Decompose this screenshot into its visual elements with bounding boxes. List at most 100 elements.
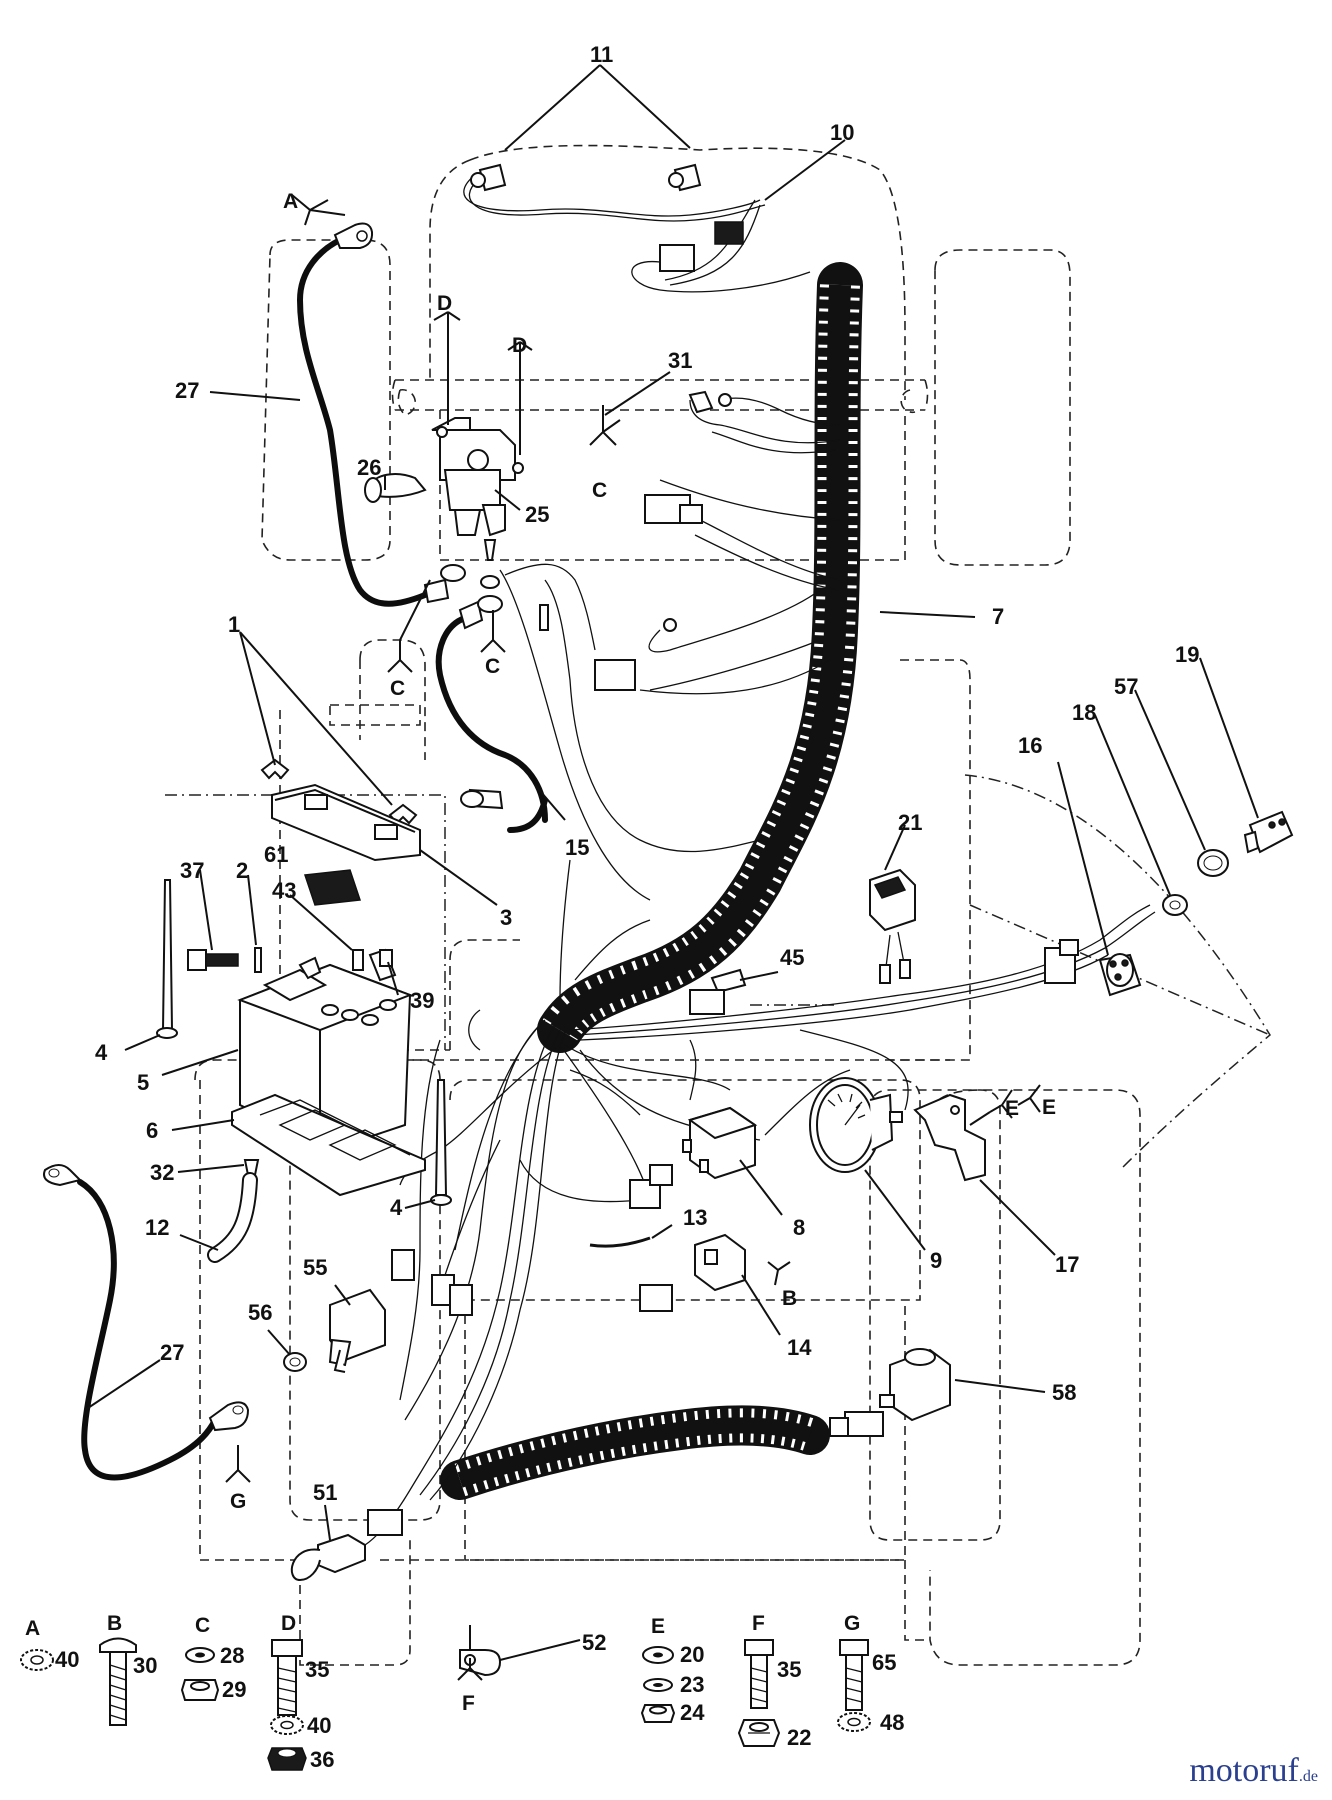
- chassis-outline: [165, 144, 1271, 1666]
- callout-43: 43: [272, 878, 296, 903]
- terminal-rings: [440, 563, 596, 651]
- callout-19: 19: [1175, 642, 1199, 667]
- legend-letter-d: D: [281, 1612, 296, 1635]
- legend-part-40-a: 40: [55, 1647, 79, 1672]
- callout-45: 45: [780, 945, 804, 970]
- callout-4-left: 4: [95, 1040, 108, 1065]
- ref-letter-c-3: C: [485, 655, 500, 678]
- callout-15: 15: [565, 835, 589, 860]
- callout-25: 25: [525, 502, 549, 527]
- callout-14: 14: [787, 1335, 812, 1360]
- relay: [682, 1106, 758, 1180]
- callout-12: 12: [145, 1215, 169, 1240]
- flat-washer-icon: [642, 1646, 674, 1664]
- solenoid: [431, 417, 524, 561]
- toggle-switch: [283, 1288, 386, 1373]
- ref-letter-d-1: D: [437, 292, 452, 315]
- callout-10: 10: [830, 120, 854, 145]
- vent-tube: [207, 1159, 260, 1263]
- callout-58: 58: [1052, 1380, 1076, 1405]
- long-bolts: [156, 879, 452, 1206]
- legend-part-36: 36: [310, 1747, 334, 1772]
- legend-part-65: 65: [872, 1650, 896, 1675]
- legend-letter-f: F: [752, 1612, 765, 1635]
- callout-26: 26: [357, 455, 381, 480]
- lower-conduit: [440, 1405, 830, 1500]
- callout-9: 9: [930, 1248, 942, 1273]
- legend-letter-e: E: [651, 1615, 665, 1638]
- ref-letter-c-1: C: [592, 479, 607, 502]
- hex-nut-icon: [180, 1679, 220, 1701]
- ref-letter-e-2: E: [1042, 1096, 1056, 1119]
- legend-letter-a: A: [25, 1617, 40, 1640]
- callout-52: 52: [582, 1630, 606, 1655]
- ref-letter-b: B: [782, 1287, 797, 1310]
- main-conduit: [537, 262, 863, 1053]
- callout-7: 7: [992, 604, 1004, 629]
- callout-4-right: 4: [390, 1195, 403, 1220]
- battery-hold-down: [271, 783, 421, 862]
- callout-61: 61: [264, 842, 288, 867]
- terminal-boot: [364, 473, 427, 503]
- battery-tray: [231, 1093, 426, 1197]
- callout-51: 51: [313, 1480, 337, 1505]
- legend-letter-b: B: [107, 1612, 122, 1635]
- legend-part-35-d: 35: [305, 1657, 329, 1682]
- legend-part-48: 48: [880, 1710, 904, 1735]
- legend-part-40-d: 40: [307, 1713, 331, 1738]
- legend-part-22: 22: [787, 1725, 811, 1750]
- upper-branch-wires: [499, 390, 841, 901]
- callout-11: 11: [590, 42, 613, 67]
- module-14: [694, 1233, 746, 1292]
- ref-letter-a: A: [283, 190, 298, 213]
- ignition-switch: [1044, 810, 1294, 997]
- reference-markers: [225, 194, 1041, 1681]
- gauge-bracket: [913, 1093, 986, 1182]
- callout-39: 39: [410, 988, 434, 1013]
- watermark-logo: motoruf.de: [1189, 1752, 1318, 1790]
- hex-nut-icon: [640, 1704, 676, 1723]
- callout-2: 2: [236, 858, 248, 883]
- ref-letter-f: F: [462, 1692, 475, 1715]
- wing-nuts: [260, 758, 418, 825]
- callout-3: 3: [500, 905, 512, 930]
- rocker-switch: [689, 868, 916, 1015]
- hex-bolt-icon: [839, 1639, 869, 1711]
- cable-lower: [43, 1164, 250, 1481]
- pto-connector: [290, 1509, 403, 1582]
- watermark-text: motoruf: [1189, 1752, 1299, 1789]
- wire-bundles: [364, 859, 1156, 1546]
- callout-labels: 11 10 27 26 25 31 7 1 15 3 21 16 18 57 1…: [95, 42, 1199, 1655]
- watermark-suffix: .de: [1298, 1768, 1318, 1785]
- callout-32: 32: [150, 1160, 174, 1185]
- split-washer-icon: [643, 1678, 673, 1692]
- legend-part-24: 24: [680, 1700, 705, 1725]
- leader-lines: [84, 64, 1259, 1661]
- bolt-37: [187, 947, 262, 973]
- seat-switch: [829, 1348, 951, 1437]
- callout-1: 1: [228, 612, 240, 637]
- callout-56: 56: [248, 1300, 272, 1325]
- battery-terminals: [352, 949, 393, 971]
- jumper-wire: [589, 1236, 651, 1248]
- legend-part-23: 23: [680, 1672, 704, 1697]
- callout-18: 18: [1072, 700, 1096, 725]
- callout-55: 55: [303, 1255, 327, 1280]
- hex-bolt-icon: [271, 1639, 303, 1716]
- lock-washer-icon: [270, 1715, 304, 1735]
- callout-5: 5: [137, 1070, 149, 1095]
- flat-washer-icon: [185, 1647, 215, 1663]
- switch-connectors: [391, 1164, 673, 1316]
- callout-27-lower: 27: [160, 1340, 184, 1365]
- callout-31: 31: [668, 348, 692, 373]
- hex-bolt-icon: [744, 1639, 774, 1709]
- hour-meter-gauge: [809, 1077, 903, 1173]
- ref-letter-e-1: E: [1005, 1097, 1019, 1120]
- callout-8: 8: [793, 1215, 805, 1240]
- callout-13: 13: [683, 1205, 707, 1230]
- legend-part-30: 30: [133, 1653, 157, 1678]
- legend-letter-c: C: [195, 1614, 210, 1637]
- battery-pad: [303, 869, 362, 906]
- cable-15: [435, 600, 548, 833]
